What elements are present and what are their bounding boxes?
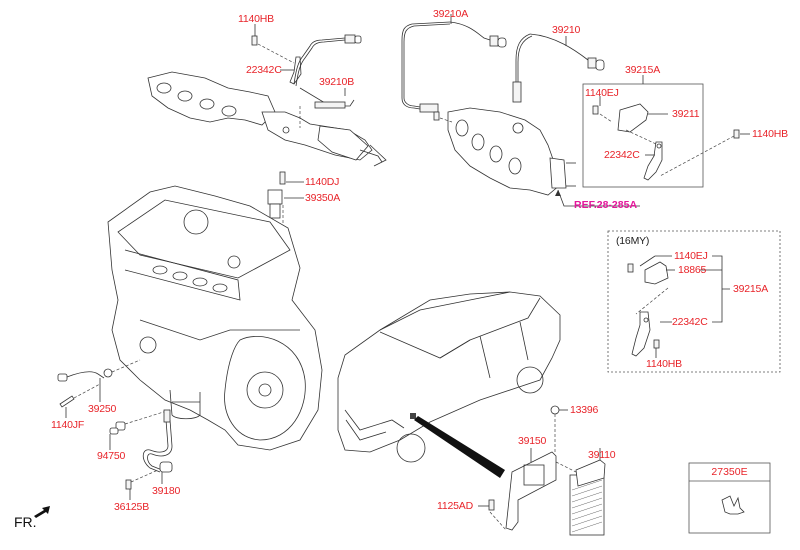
part-label-94750[interactable]: 94750 (97, 450, 126, 462)
part-label-39210a[interactable]: 39210A (433, 8, 469, 20)
part-label-1140jf[interactable]: 1140JF (51, 419, 85, 431)
part-label-39150[interactable]: 39150 (518, 435, 547, 447)
part-label-1140hb-16my[interactable]: 1140HB (646, 358, 682, 370)
part-label-36125b[interactable]: 36125B (114, 501, 150, 513)
oxygen-sensor-39210a (401, 14, 507, 113)
part-label-39110[interactable]: 39110 (588, 449, 616, 461)
part-label-1140ej-top[interactable]: 1140EJ (585, 87, 619, 99)
bracket-assembly-box (582, 75, 750, 188)
inset-box-27350e (688, 462, 771, 534)
part-label-22342c-top[interactable]: 22342C (246, 64, 282, 76)
part-label-1140hb-right[interactable]: 1140HB (752, 128, 788, 140)
variant-box-title: (16MY) (616, 235, 650, 247)
exhaust-manifold-left (147, 71, 387, 167)
part-label-1140dj[interactable]: 1140DJ (305, 176, 340, 188)
ecu-assembly (478, 405, 606, 536)
knock-sensor-39250 (57, 359, 141, 418)
ecu-location-marker (410, 413, 416, 419)
front-direction-arrow-icon (34, 506, 50, 518)
part-label-22342c-right[interactable]: 22342C (604, 149, 640, 161)
crank-sensor-39180 (125, 409, 173, 500)
front-direction-label: FR. (14, 514, 37, 530)
part-label-39180[interactable]: 39180 (152, 485, 181, 497)
oxygen-sensor-39210 (512, 33, 605, 103)
part-label-18865[interactable]: 18865 (678, 264, 707, 276)
part-label-27350e[interactable]: 27350E (711, 466, 748, 478)
part-label-39215a-top[interactable]: 39215A (625, 64, 661, 76)
part-label-39350a[interactable]: 39350A (305, 192, 341, 204)
variant-16my-box (607, 230, 781, 373)
part-label-13396[interactable]: 13396 (570, 404, 599, 416)
vehicle-sedan (337, 291, 561, 463)
exhaust-manifold-right (433, 107, 576, 196)
part-label-1140ej-16my[interactable]: 1140EJ (674, 250, 708, 262)
part-label-1140hb-top[interactable]: 1140HB (238, 13, 274, 25)
part-label-39250[interactable]: 39250 (88, 403, 117, 415)
part-label-39210[interactable]: 39210 (552, 24, 581, 36)
part-label-39210b[interactable]: 39210B (319, 76, 355, 88)
reference-arrowhead-icon (555, 190, 561, 196)
oil-pressure-switch-94750 (109, 409, 171, 450)
engine-block (107, 185, 323, 451)
part-label-39215a-16my[interactable]: 39215A (733, 283, 769, 295)
part-label-39211[interactable]: 39211 (672, 108, 700, 120)
part-label-1125ad[interactable]: 1125AD (437, 500, 473, 512)
reference-link-28-285a[interactable]: REF.28-285A (574, 199, 638, 211)
ecu-callout-pointer (414, 416, 505, 478)
bolt-1140hb-top (251, 24, 295, 64)
oxygen-sensor-39210b (293, 34, 362, 128)
part-label-22342c-16my[interactable]: 22342C (672, 316, 708, 328)
